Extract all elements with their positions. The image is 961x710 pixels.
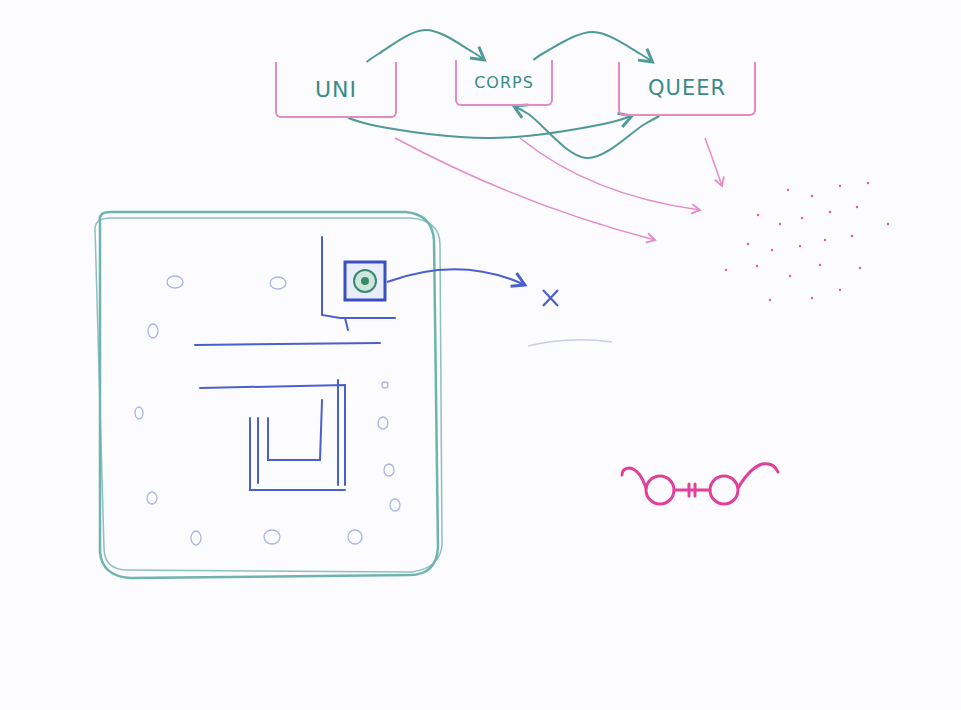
maze-lines (195, 237, 395, 490)
flow-arrow (533, 32, 652, 62)
pink-arrow (705, 138, 722, 186)
concept-box: CORPS (455, 60, 553, 106)
pink-arrow (395, 138, 655, 240)
glasses (622, 464, 778, 504)
flow-arrow (367, 30, 485, 62)
box-label: UNI (315, 77, 357, 102)
x-mark (543, 290, 558, 306)
pink-arrows (395, 138, 722, 240)
flow-arrow (348, 116, 632, 138)
concept-box: QUEER (618, 62, 756, 116)
eye-arrow (387, 269, 525, 285)
faint-stroke (528, 340, 612, 346)
box-label: CORPS (474, 73, 534, 92)
flow-arrow (514, 106, 660, 158)
box-label: QUEER (648, 76, 726, 100)
dot-cloud (725, 182, 889, 301)
eye-box (345, 262, 385, 300)
oval-marks (135, 276, 400, 545)
concept-box: UNI (275, 62, 397, 118)
square-frame (95, 212, 442, 578)
